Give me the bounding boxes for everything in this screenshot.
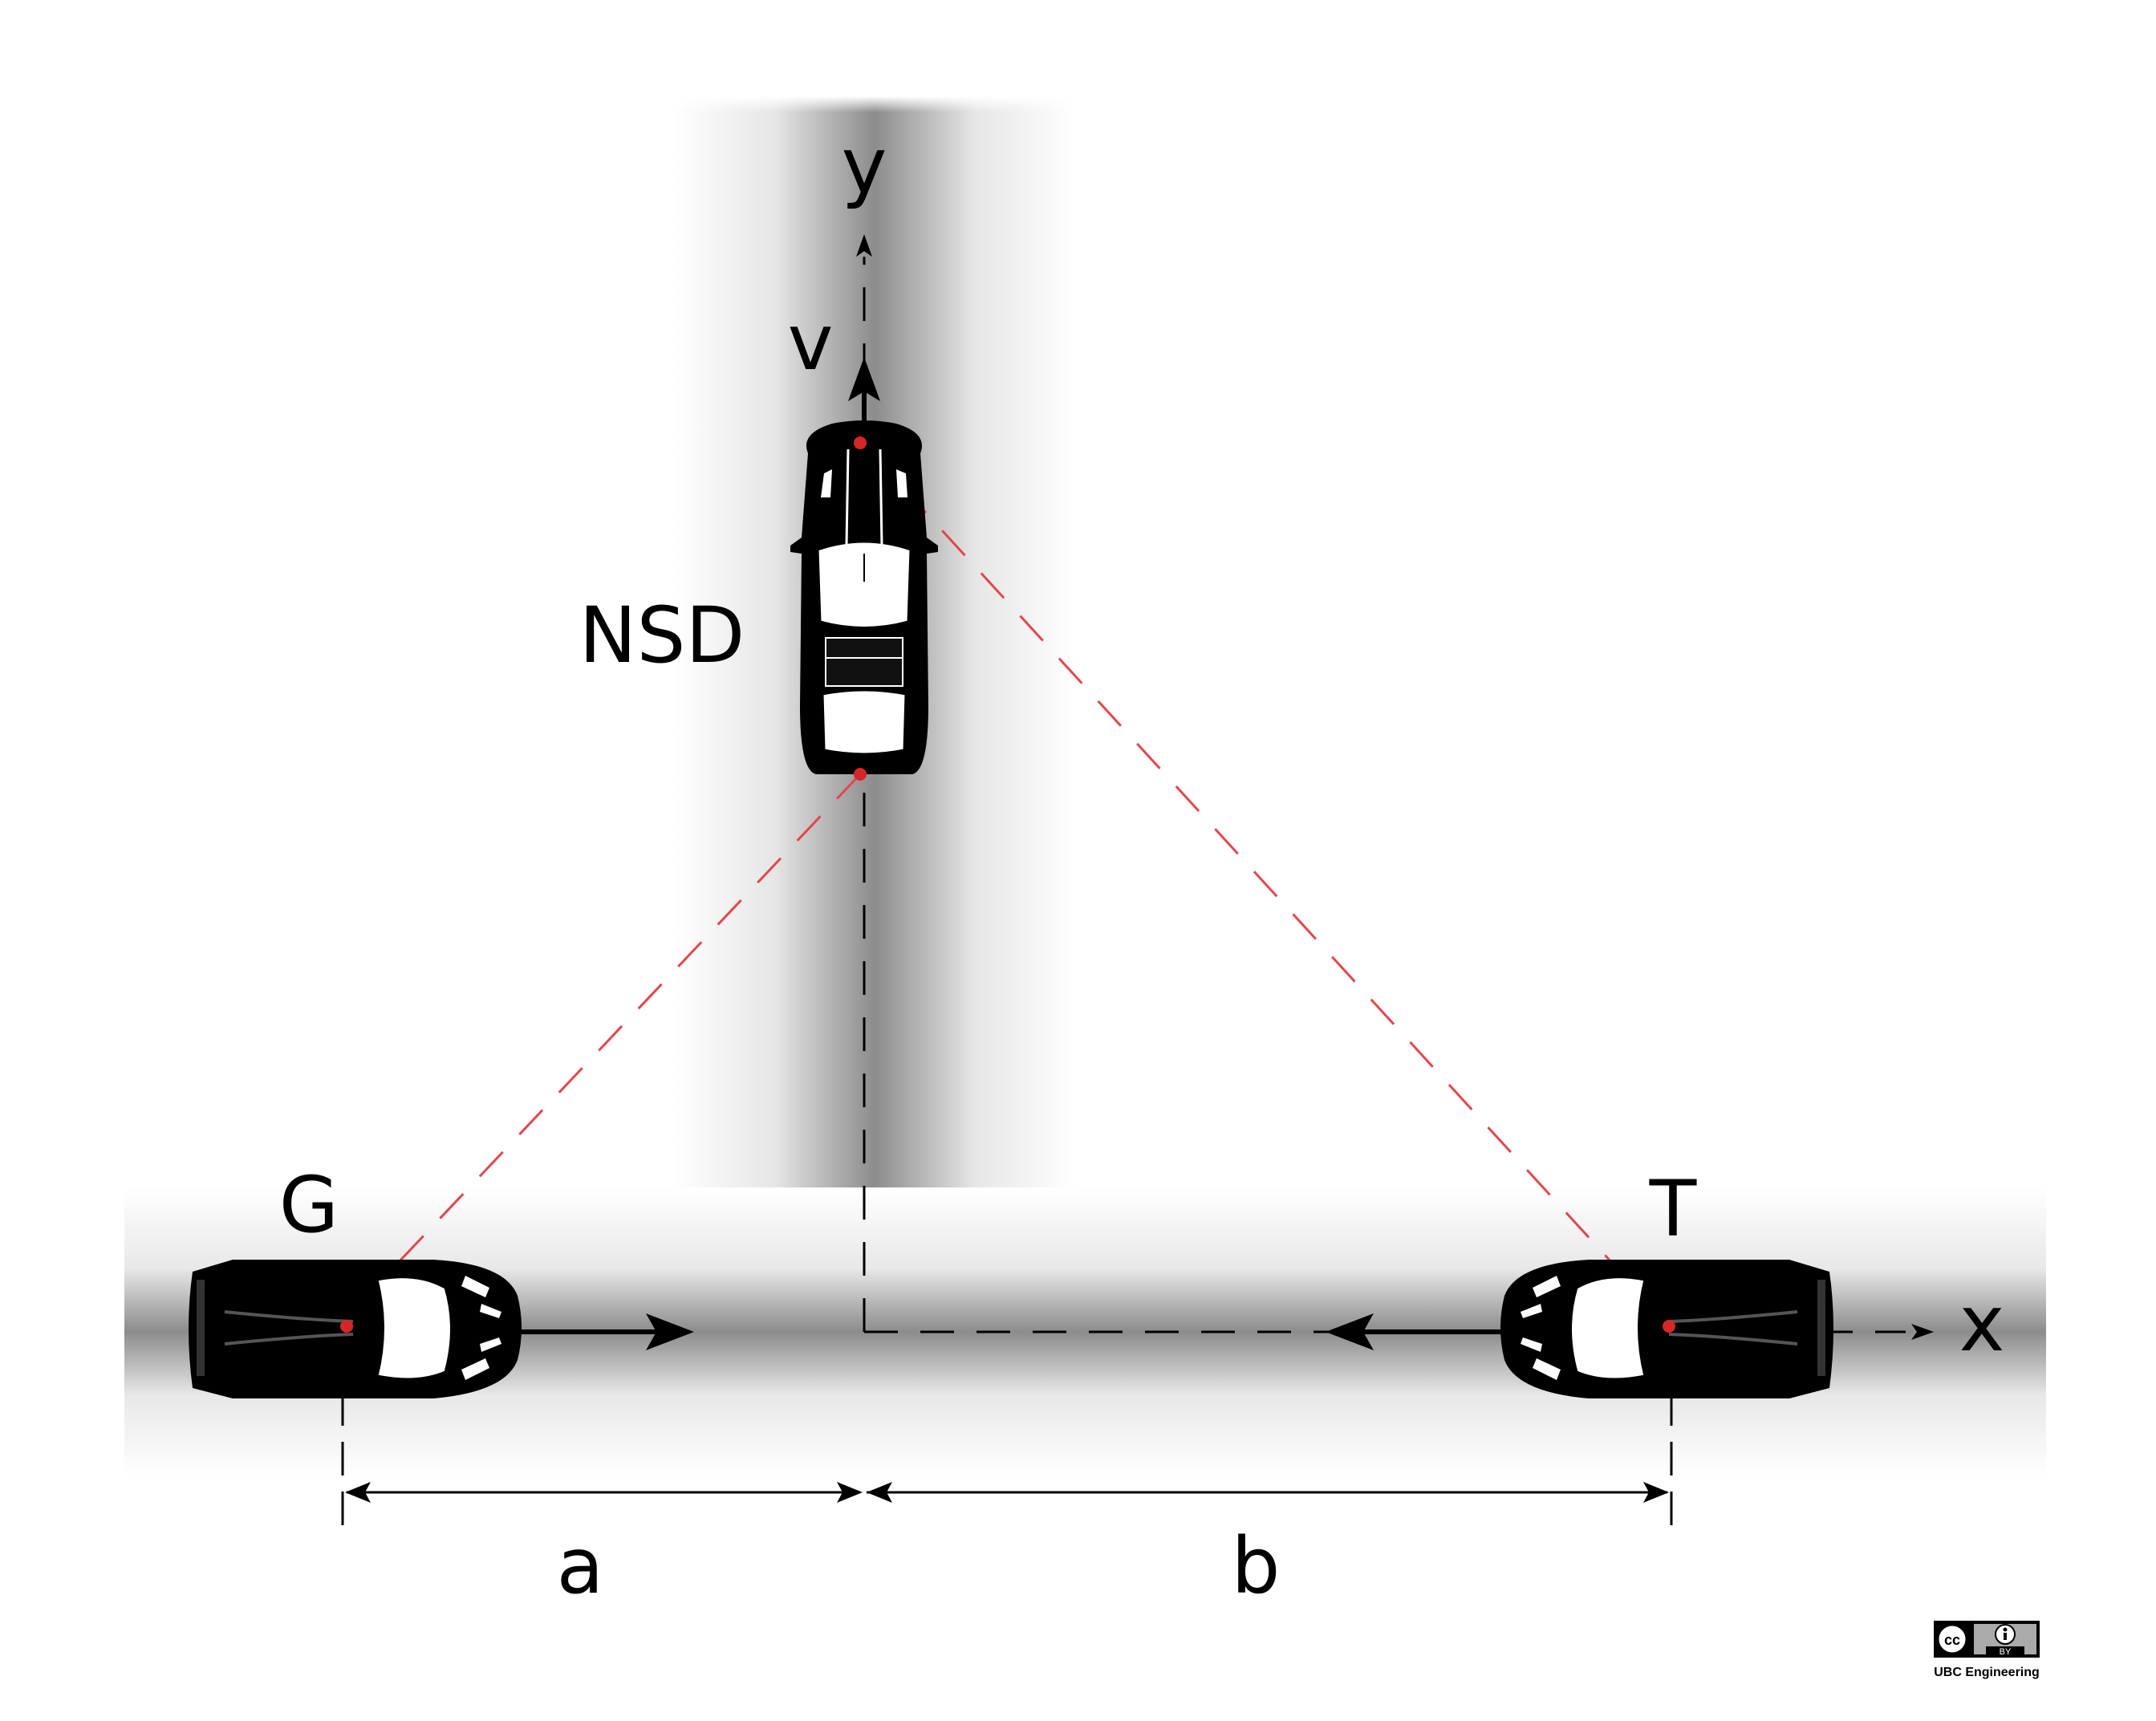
- cc-text: cc: [1944, 1632, 1960, 1648]
- distance-a-label: a: [557, 1521, 604, 1611]
- by-text: BY: [2000, 1647, 2012, 1657]
- dimension-b-right-arrowhead: [1643, 1482, 1669, 1503]
- g-label: G: [279, 1160, 339, 1250]
- t-marker: [1663, 1320, 1675, 1333]
- vertical-road-top-fade: [674, 96, 1075, 112]
- t-label: T: [1649, 1164, 1697, 1254]
- x-axis-arrowhead: [1911, 1324, 1934, 1340]
- nsd-label: NSD: [579, 591, 745, 680]
- dimension-a-right-arrowhead: [837, 1482, 863, 1503]
- y-axis-arrowhead: [856, 234, 872, 257]
- y-axis-label: y: [842, 121, 887, 211]
- velocity-arrowhead: [848, 357, 880, 401]
- g-marker: [340, 1320, 353, 1333]
- cc-by-badge: cc BY: [1934, 1621, 2040, 1658]
- nsd-car: [790, 420, 938, 774]
- dimension-a-left-arrowhead: [345, 1482, 371, 1503]
- g-car: [189, 1260, 522, 1398]
- nsd-front-marker: [854, 436, 867, 449]
- dimension-b-left-arrowhead: [867, 1482, 892, 1503]
- credit-text: UBC Engineering: [1934, 1666, 2040, 1679]
- g-motion-arrowhead: [646, 1313, 694, 1350]
- sight-line-nsd-to-t: [863, 444, 1614, 1265]
- cc-icon: [1936, 1623, 1968, 1655]
- nsd-rear-marker: [854, 768, 867, 781]
- velocity-label: v: [788, 298, 834, 388]
- distance-b-label: b: [1232, 1521, 1281, 1611]
- x-axis-label: x: [1959, 1279, 2005, 1369]
- t-motion-arrowhead: [1326, 1313, 1374, 1350]
